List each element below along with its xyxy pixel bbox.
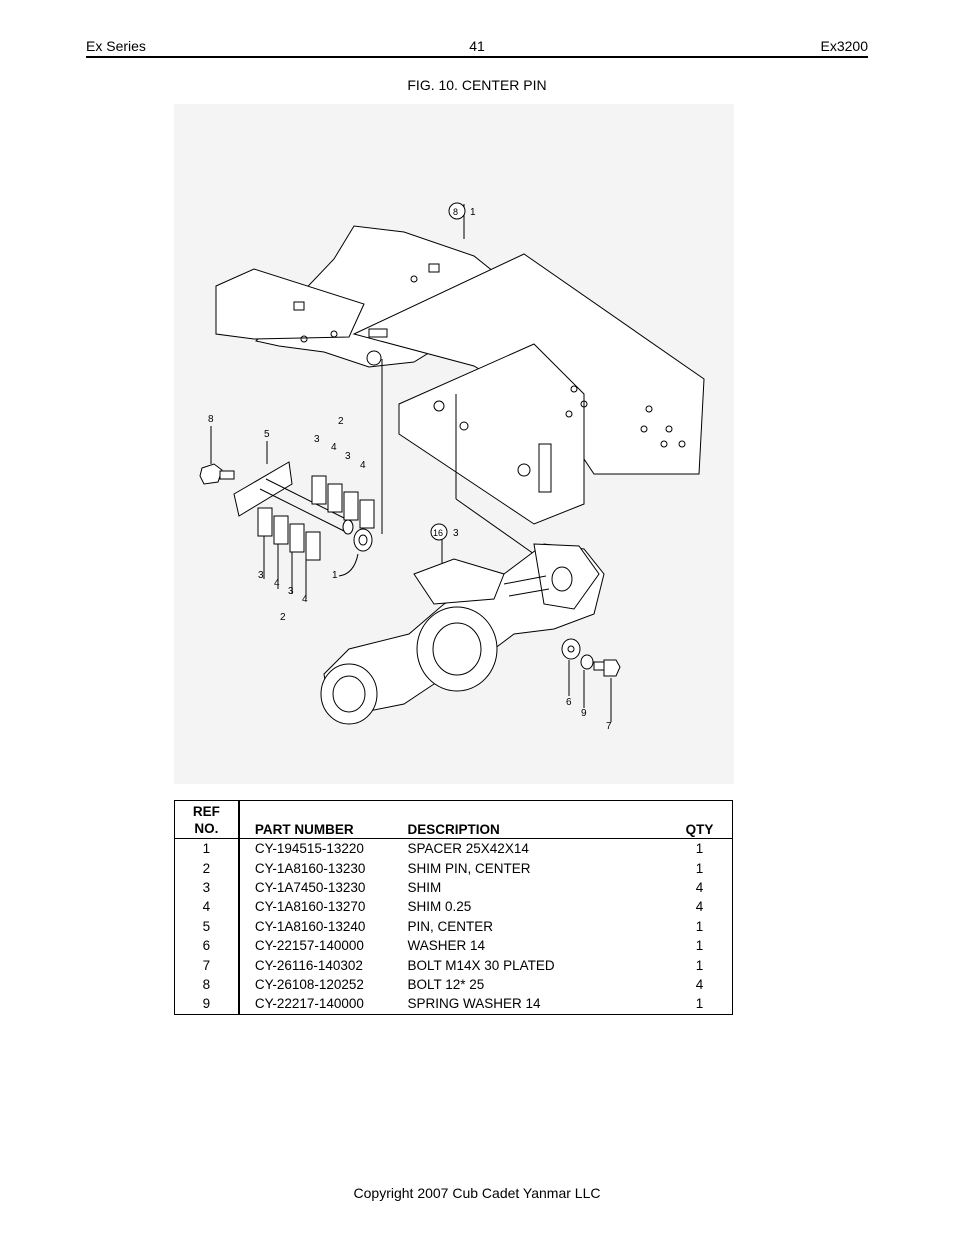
callout-washer-9: 9 — [581, 708, 587, 719]
callout-shim-bot-4a: 4 — [274, 578, 280, 589]
shim-stack-bottom — [257, 507, 321, 599]
callout-axle: 16 — [433, 528, 443, 538]
frame-plate — [215, 225, 705, 525]
col-part-number: PART NUMBER — [254, 822, 354, 837]
callout-shim-top-3b: 3 — [345, 451, 351, 462]
bolt-8 — [199, 463, 235, 485]
figure-title: FIG. 10. CENTER PIN — [407, 77, 547, 93]
spring-washer-9 — [580, 654, 594, 708]
center-pin-plate — [233, 461, 354, 535]
header-rule — [86, 56, 868, 58]
callout-shim-bot-4b: 4 — [302, 594, 308, 605]
shim-stack-top — [311, 475, 375, 529]
col-qty: QTY — [685, 822, 714, 837]
callout-shim-bot-2: 2 — [280, 612, 286, 623]
callout-top-frame-suffix: 1 — [470, 207, 476, 218]
spacer-1 — [353, 528, 373, 552]
callout-shim-top-4a: 4 — [331, 442, 337, 453]
header-model: Ex3200 — [820, 38, 868, 54]
col-description: DESCRIPTION — [407, 822, 500, 837]
callout-shim-top-4b: 4 — [360, 460, 366, 471]
bolt-7 — [593, 659, 621, 722]
washer-6 — [561, 638, 581, 696]
callout-top-frame: 8 — [453, 207, 458, 217]
exploded-view-diagram: 8 1 8 5 2 3 4 3 4 — [174, 104, 734, 784]
callout-shim-top-3a: 3 — [314, 434, 320, 445]
page-number: 41 — [469, 38, 485, 54]
callout-bolt-8: 8 — [208, 414, 214, 425]
callout-plate-5: 5 — [264, 429, 270, 440]
callout-spacer-1: 1 — [332, 570, 338, 581]
callout-shim-bot-3b: 3 — [288, 586, 294, 597]
callout-bolt-7: 7 — [606, 721, 612, 732]
callout-axle-suffix: 3 — [453, 528, 459, 539]
header-series: Ex Series — [86, 38, 146, 54]
callout-shim-bot-3a: 3 — [258, 570, 264, 581]
front-axle-housing — [320, 543, 605, 725]
callout-shim-top-2: 2 — [338, 416, 344, 427]
callout-washer-6: 6 — [566, 697, 572, 708]
copyright-footer: Copyright 2007 Cub Cadet Yanmar LLC — [353, 1185, 601, 1201]
